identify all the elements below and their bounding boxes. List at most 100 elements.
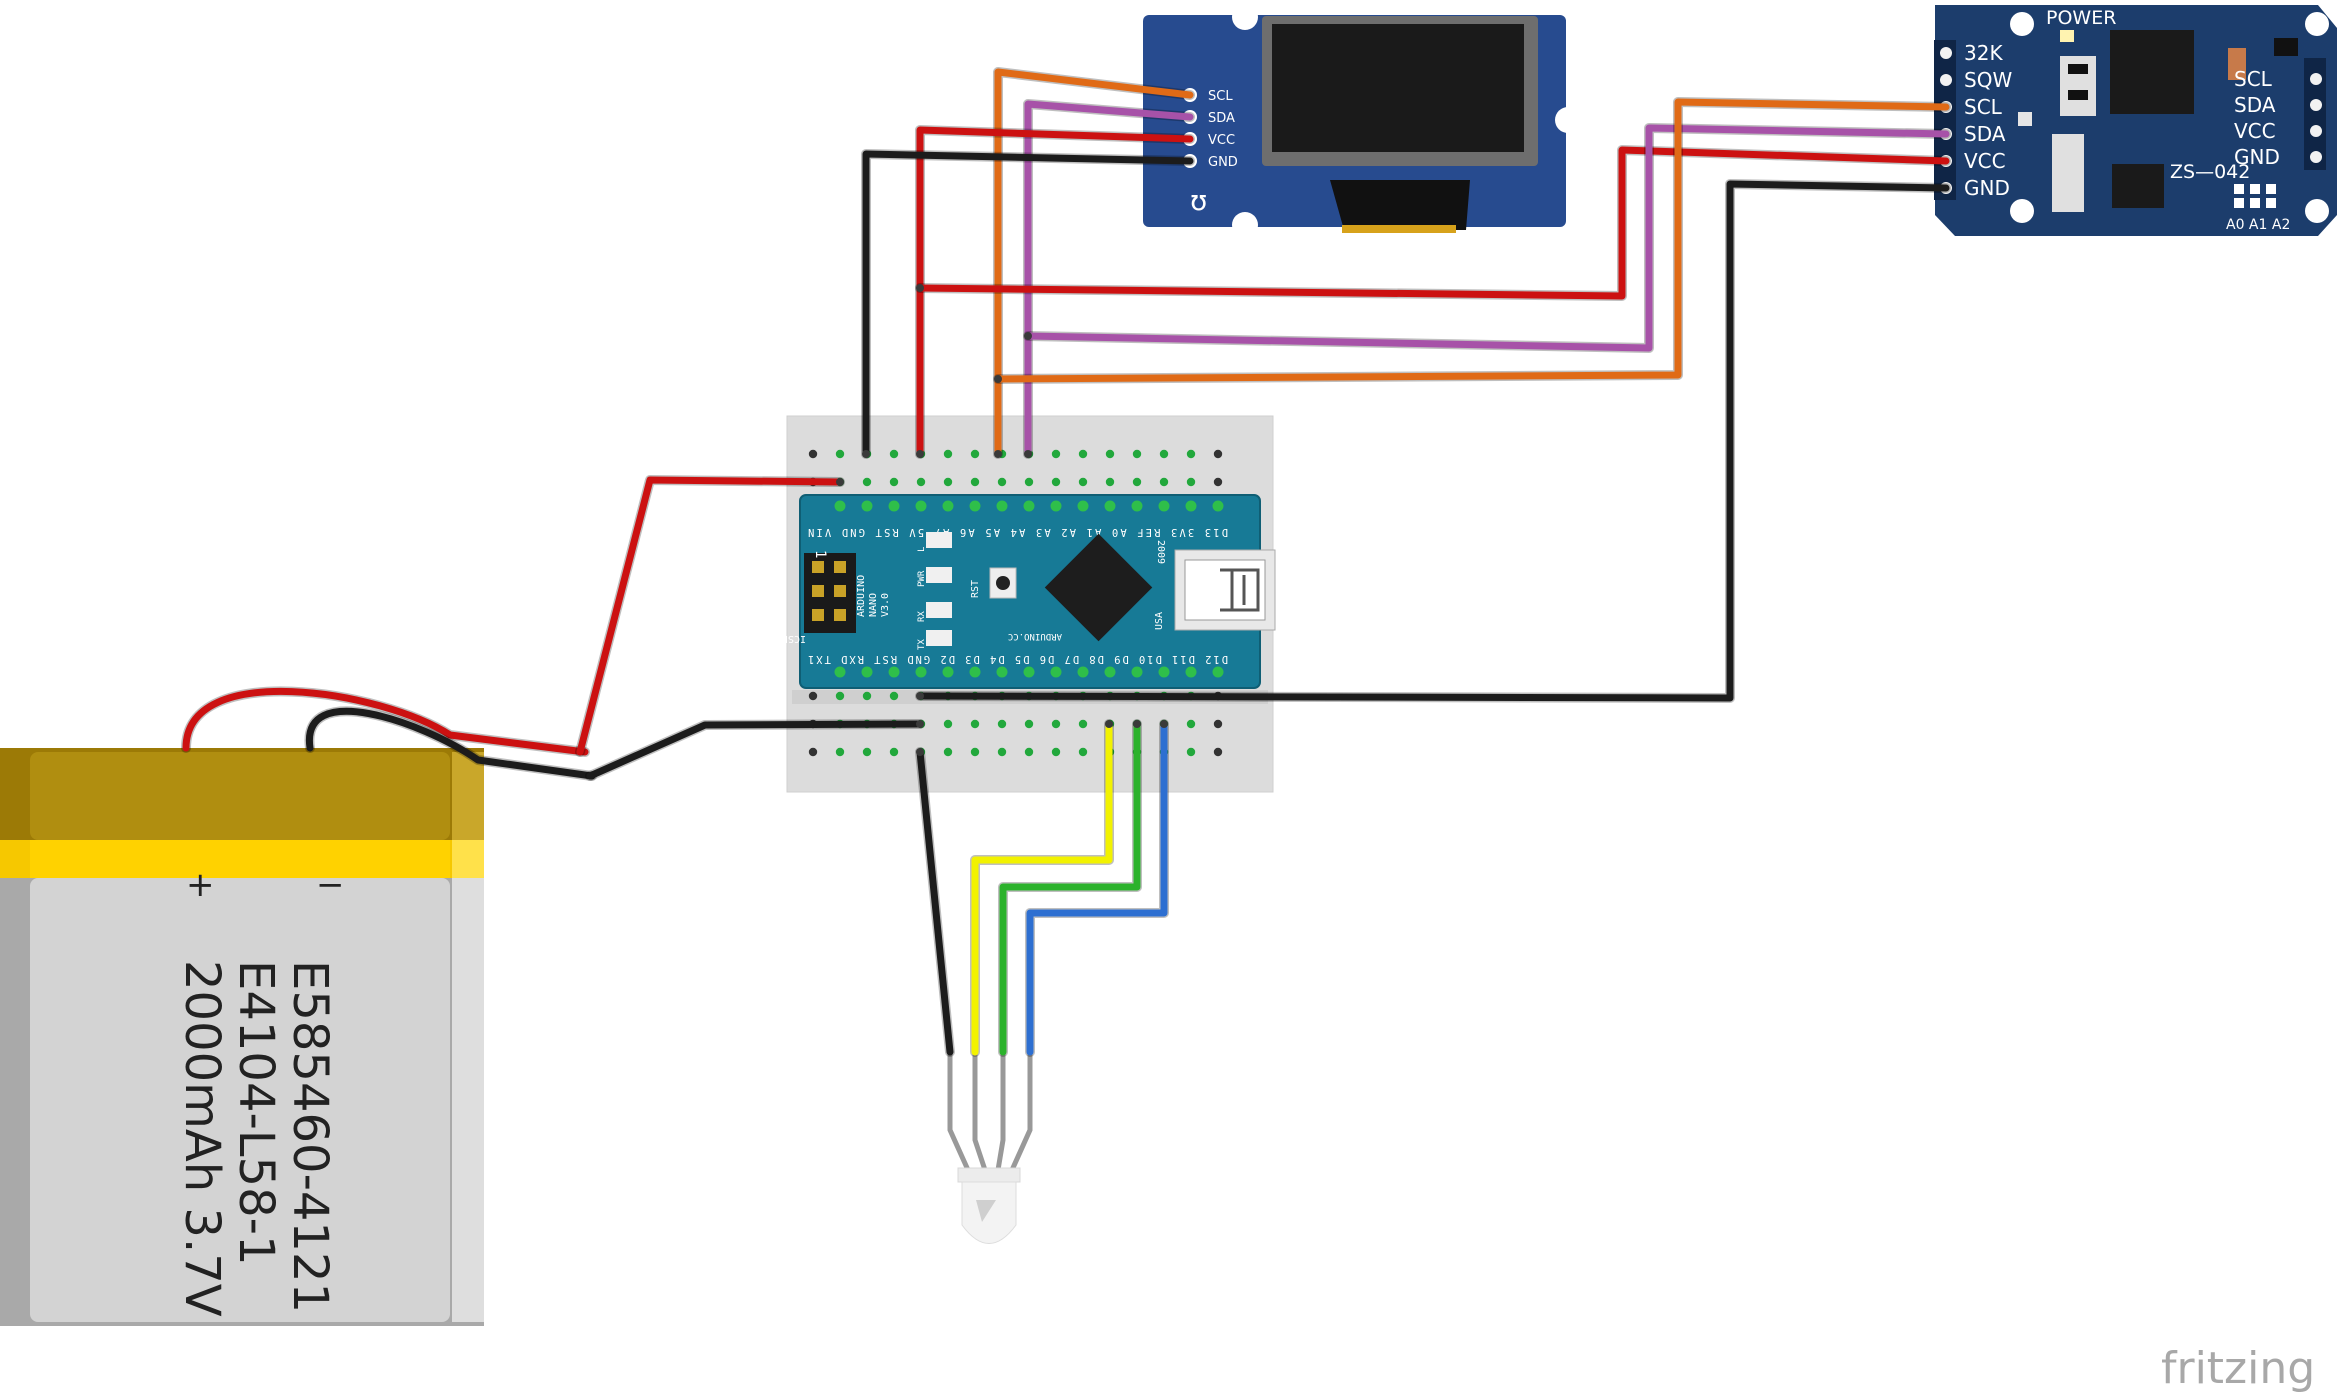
oled-pin-label: SDA <box>1208 111 1235 126</box>
breadboard-hole <box>1186 719 1196 729</box>
icsp-pin <box>812 561 824 573</box>
rtc-right-pin-label: SCL <box>2234 67 2273 91</box>
rtc-pin <box>2310 73 2322 85</box>
reset-button <box>989 567 1017 599</box>
rtc-left-pin-label: SCL <box>1964 95 2003 119</box>
nano-pin <box>915 666 927 678</box>
breadboard-hole <box>1105 477 1115 487</box>
wire-end-dot <box>1133 720 1141 728</box>
wire-end-dot <box>836 478 844 486</box>
status-led <box>926 602 952 618</box>
oled-pin-label: SCL <box>1208 89 1233 104</box>
nano-pin <box>1023 500 1035 512</box>
wire-end-dot <box>1105 720 1113 728</box>
nano-pin <box>942 500 954 512</box>
breadboard-hole <box>1078 449 1088 459</box>
wire-rtc-scl <box>994 98 1950 383</box>
breadboard-hole <box>1051 747 1061 757</box>
led-label: TX <box>917 639 927 650</box>
nano-pin <box>834 500 846 512</box>
nano-pin <box>1050 500 1062 512</box>
breadboard-hole <box>1051 477 1061 487</box>
breadboard-hole <box>997 719 1007 729</box>
icsp-pin <box>812 609 824 621</box>
breadboard-hole <box>1078 747 1088 757</box>
rtc-right-pin-label: VCC <box>2234 119 2276 143</box>
arduino-nano: . D12 D11 D10 D9 D8 D7 D6 D5 D4 D3 D2 GN… <box>782 494 1276 689</box>
breadboard-hole <box>1213 449 1223 459</box>
nano-name-line-2: NANO <box>868 593 879 617</box>
rtc-pin <box>1940 47 1952 59</box>
icsp-pin <box>834 585 846 597</box>
battery-minus-label: − <box>316 865 345 905</box>
wire-batt-plus <box>576 476 844 756</box>
rtc-pin <box>2310 151 2322 163</box>
wire-rtc-sda <box>1024 124 1950 352</box>
icsp-pin <box>834 561 846 573</box>
wire-end-dot <box>916 692 924 700</box>
nano-pin <box>996 666 1008 678</box>
rtc-right-pin-label: SDA <box>2234 93 2276 117</box>
breadboard-hole <box>835 449 845 459</box>
breadboard-hole <box>970 477 980 487</box>
breadboard-hole <box>1024 747 1034 757</box>
nano-pin <box>1212 666 1224 678</box>
rtc-module: POWER ZS—042 A0 A1 A2 32KSQWSCLSDAVCCGND… <box>1934 5 2337 236</box>
status-led <box>926 567 952 583</box>
rtc-pin <box>1940 74 1952 86</box>
wires <box>181 67 1951 1057</box>
breadboard-hole <box>1213 719 1223 729</box>
usa-label: USA <box>1154 612 1165 630</box>
rtc-power-label: POWER <box>2046 7 2116 29</box>
rst-label: RST <box>970 580 981 598</box>
led-label: PWR <box>917 570 927 587</box>
wire-oled-scl <box>994 68 1194 458</box>
rtc-left-pin-label: SDA <box>1964 122 2006 146</box>
breadboard-hole <box>1213 747 1223 757</box>
rtc-pin <box>2310 99 2322 111</box>
breadboard-hole <box>808 449 818 459</box>
breadboard-hole <box>889 691 899 701</box>
battery-text-line-3: 2000mAh 3.7V <box>174 960 230 1317</box>
wire-end-dot <box>994 375 1002 383</box>
breadboard-hole <box>970 747 980 757</box>
status-led <box>926 630 952 646</box>
nano-name-line-1: ARDUINO <box>856 575 867 617</box>
breadboard-hole <box>1051 719 1061 729</box>
oled-pin-label: VCC <box>1208 133 1235 148</box>
eeprom-chip <box>2112 164 2164 208</box>
breadboard-hole <box>889 449 899 459</box>
breadboard-hole <box>1105 449 1115 459</box>
wire-batt-red-lead <box>182 687 589 756</box>
nano-pin <box>1023 666 1035 678</box>
wire-end-dot <box>994 450 1002 458</box>
nano-pin <box>861 666 873 678</box>
led-label: L <box>917 547 927 552</box>
breadboard-hole <box>943 747 953 757</box>
breadboard-hole <box>997 747 1007 757</box>
breadboard-hole <box>1024 719 1034 729</box>
wire-end-dot <box>862 450 870 458</box>
nano-pin <box>888 500 900 512</box>
breadboard-hole <box>1186 477 1196 487</box>
nano-top-pin-labels: D12 D11 D10 D9 D8 D7 D6 D5 D4 D3 D2 GND … <box>808 653 1228 665</box>
breadboard-hole <box>862 477 872 487</box>
nano-pin <box>915 500 927 512</box>
year-label: 2009 <box>1155 540 1166 564</box>
nano-pin <box>1077 666 1089 678</box>
wire-oled-vcc <box>916 126 1194 458</box>
wire-led-r <box>971 720 1113 1056</box>
nano-pin <box>1158 666 1170 678</box>
nano-pin <box>834 666 846 678</box>
oled-pin-label: GND <box>1208 155 1238 170</box>
led-label: RX <box>917 611 927 622</box>
breadboard-hole <box>1159 449 1169 459</box>
rgb-led <box>947 1050 1033 1244</box>
breadboard-hole <box>943 477 953 487</box>
breadboard-hole <box>970 449 980 459</box>
nano-pin <box>1212 500 1224 512</box>
breadboard-hole <box>889 747 899 757</box>
icsp-pin <box>812 585 824 597</box>
rtc-model-label: ZS—042 <box>2170 161 2250 183</box>
